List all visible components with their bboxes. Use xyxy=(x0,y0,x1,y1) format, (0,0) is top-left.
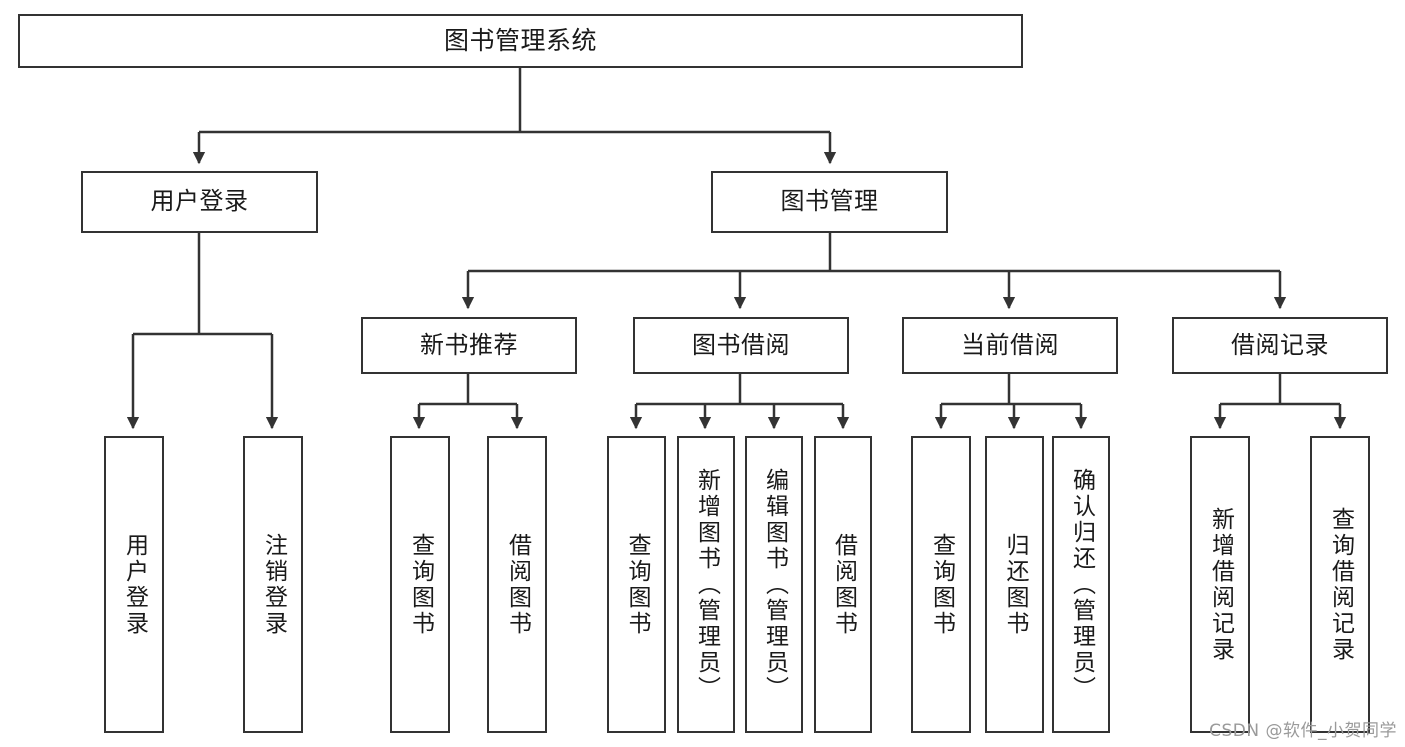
node-book-management[interactable]: 图书管理 xyxy=(711,171,948,233)
node-leaf-query-record[interactable]: 查询借阅记录 xyxy=(1310,436,1370,733)
node-leaf-query-record-label: 查询借阅记录 xyxy=(1327,506,1354,663)
node-book-management-label: 图书管理 xyxy=(780,187,879,216)
node-new-book-recommend[interactable]: 新书推荐 xyxy=(361,317,577,374)
node-leaf-logout[interactable]: 注销登录 xyxy=(243,436,303,733)
node-user-login[interactable]: 用户登录 xyxy=(81,171,318,233)
node-leaf-borrow-book-2[interactable]: 借阅图书 xyxy=(814,436,872,733)
node-leaf-return-book[interactable]: 归还图书 xyxy=(985,436,1044,733)
node-book-borrow-label: 图书借阅 xyxy=(692,330,790,359)
node-leaf-add-record-label: 新增借阅记录 xyxy=(1207,506,1234,663)
node-leaf-query-book-2[interactable]: 查询图书 xyxy=(607,436,666,733)
node-leaf-user-login-label: 用户登录 xyxy=(121,532,148,637)
node-leaf-user-login[interactable]: 用户登录 xyxy=(104,436,164,733)
node-book-borrow[interactable]: 图书借阅 xyxy=(633,317,849,374)
node-current-borrow-label: 当前借阅 xyxy=(961,330,1059,359)
node-user-login-label: 用户登录 xyxy=(150,187,249,216)
node-borrow-record-label: 借阅记录 xyxy=(1231,330,1329,359)
node-leaf-query-book-3[interactable]: 查询图书 xyxy=(911,436,971,733)
node-leaf-query-book-1-label: 查询图书 xyxy=(407,532,434,637)
node-leaf-add-record[interactable]: 新增借阅记录 xyxy=(1190,436,1250,733)
node-leaf-logout-label: 注销登录 xyxy=(260,532,287,637)
node-leaf-query-book-3-label: 查询图书 xyxy=(928,532,955,637)
node-leaf-query-book-2-label: 查询图书 xyxy=(624,532,651,637)
node-root[interactable]: 图书管理系统 xyxy=(18,14,1023,68)
node-leaf-confirm-return-label: 确认归还（管理员） xyxy=(1068,467,1095,702)
node-leaf-borrow-book-2-label: 借阅图书 xyxy=(830,532,857,637)
node-leaf-add-book-label: 新增图书（管理员） xyxy=(693,467,720,702)
node-leaf-edit-book[interactable]: 编辑图书（管理员） xyxy=(745,436,803,733)
node-leaf-borrow-book-1-label: 借阅图书 xyxy=(504,532,531,637)
node-borrow-record[interactable]: 借阅记录 xyxy=(1172,317,1388,374)
node-current-borrow[interactable]: 当前借阅 xyxy=(902,317,1118,374)
csdn-watermark: CSDN @软件_小贺同学 xyxy=(1209,721,1397,741)
node-new-book-recommend-label: 新书推荐 xyxy=(420,330,518,359)
node-leaf-confirm-return[interactable]: 确认归还（管理员） xyxy=(1052,436,1110,733)
node-leaf-borrow-book-1[interactable]: 借阅图书 xyxy=(487,436,547,733)
node-leaf-edit-book-label: 编辑图书（管理员） xyxy=(761,467,788,702)
node-leaf-return-book-label: 归还图书 xyxy=(1002,532,1029,637)
node-root-label: 图书管理系统 xyxy=(443,25,597,55)
node-leaf-add-book[interactable]: 新增图书（管理员） xyxy=(677,436,735,733)
node-leaf-query-book-1[interactable]: 查询图书 xyxy=(390,436,450,733)
